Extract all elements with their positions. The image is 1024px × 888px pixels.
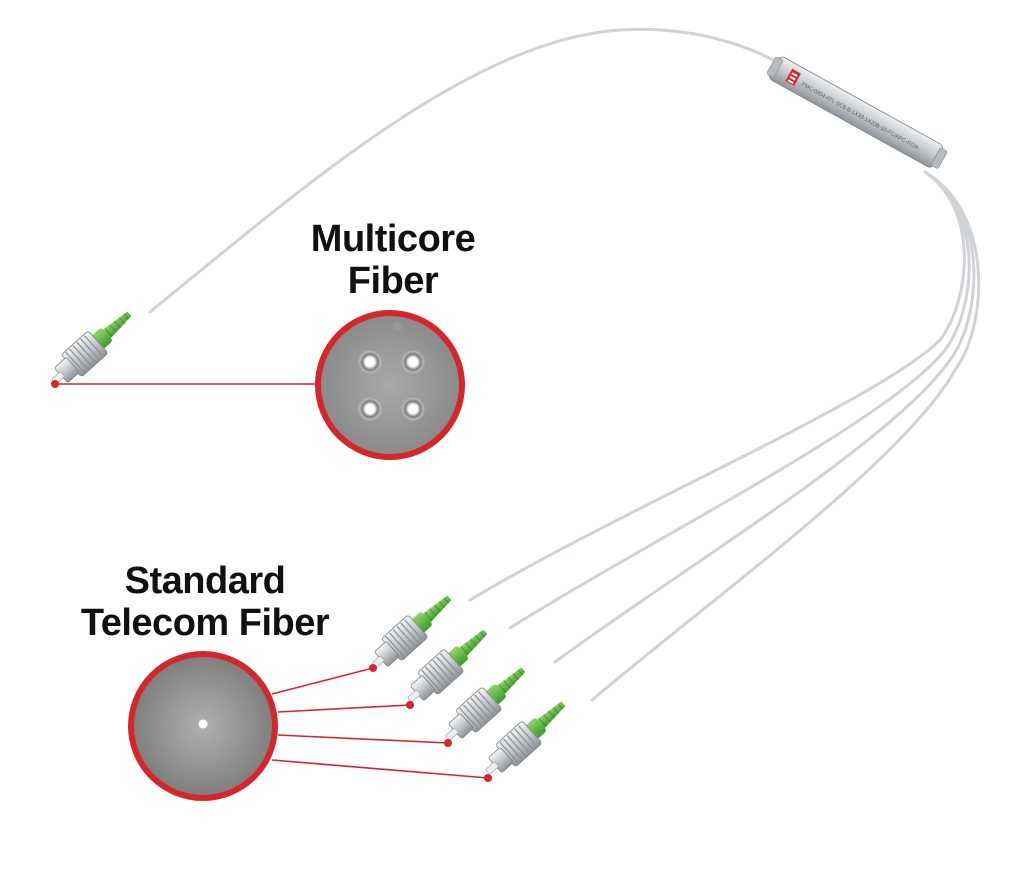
- standard-callout-dot-4: [484, 774, 492, 782]
- multicore-label-line-1: Multicore: [310, 218, 476, 260]
- fiber-branch-3: [553, 174, 976, 664]
- standard-label-line-2: Telecom Fiber: [80, 602, 330, 644]
- core-1: [357, 349, 383, 375]
- standard-callout-line-1: [271, 667, 374, 695]
- standard-end-face: [128, 651, 278, 801]
- core-4: [400, 396, 426, 422]
- fiber-branch-2: [508, 172, 971, 630]
- part-number-text: FMC-0804-4TL-SC8-B-1X33-1X20B-10-FC/APC-…: [800, 82, 919, 152]
- standard-callout-line-3: [277, 734, 449, 744]
- multicore-label-line-2: Fiber: [347, 260, 439, 302]
- standard-callout-line-2: [277, 704, 411, 713]
- manufacturer-logo: [785, 68, 801, 86]
- multicore-fiber: [148, 27, 792, 314]
- multicore-end-face: [315, 310, 465, 460]
- multicore-fiber-label: Multicore Fiber: [278, 218, 508, 302]
- single-core: [198, 719, 208, 729]
- multicore-callout-dot: [51, 380, 59, 388]
- callout-lines: [55, 383, 489, 779]
- multicore-connector: [42, 302, 140, 394]
- core-2: [400, 349, 426, 375]
- fiber-branch-1: [468, 170, 966, 602]
- standard-callout-line-4: [271, 759, 489, 779]
- fiber-cables: [148, 27, 981, 702]
- standard-callout-dot-1: [369, 664, 377, 672]
- standard-fiber-label: Standard Telecom Fiber: [40, 560, 370, 644]
- standard-callout-dot-2: [406, 701, 414, 709]
- fan-out-device: FMC-0804-4TL-SC8-B-1X33-1X20B-10-FC/APC-…: [766, 56, 948, 169]
- standard-label-line-1: Standard: [124, 560, 286, 602]
- core-3: [357, 396, 383, 422]
- fiber-branch-4: [590, 176, 981, 702]
- callout-dots: [51, 380, 492, 782]
- standard-callout-dot-3: [444, 739, 452, 747]
